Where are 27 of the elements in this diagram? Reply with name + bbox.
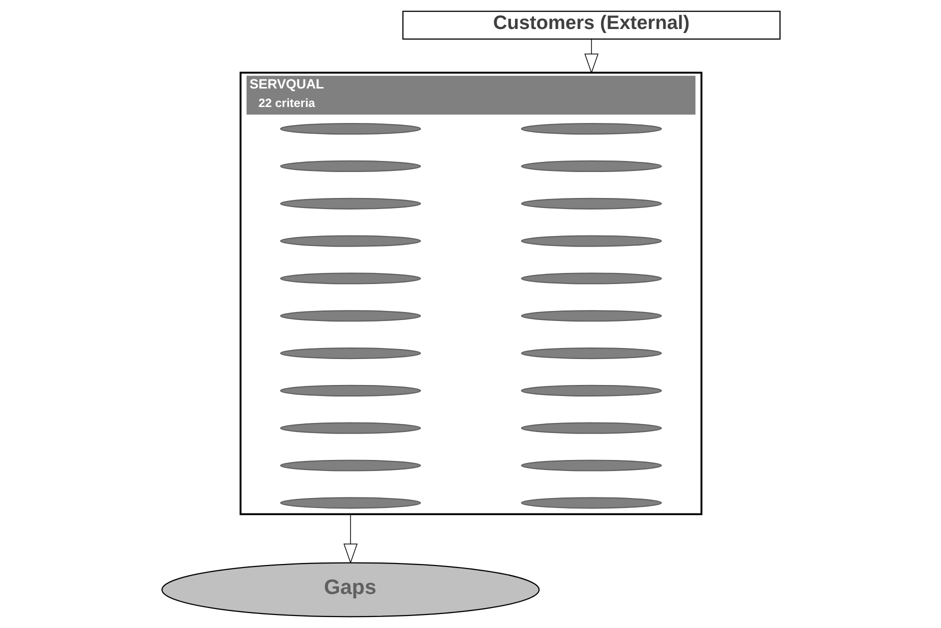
node-ellipse bbox=[280, 123, 421, 135]
node-box: Customers (External) bbox=[402, 10, 780, 40]
arrow bbox=[584, 38, 598, 74]
node-ellipse bbox=[520, 160, 662, 172]
arrow bbox=[342, 514, 358, 564]
node-ellipse bbox=[520, 497, 662, 509]
node-ellipse bbox=[280, 160, 421, 172]
node-ellipse bbox=[520, 460, 662, 472]
node-ellipse bbox=[520, 384, 662, 396]
node-ellipse bbox=[280, 347, 421, 360]
node-ellipse bbox=[520, 310, 662, 322]
node-ellipse bbox=[280, 422, 421, 434]
node-ellipse bbox=[280, 310, 421, 322]
node-ellipse bbox=[280, 460, 421, 472]
node-ellipse bbox=[520, 347, 662, 360]
cluster: SERVQUAL 22 criteria bbox=[239, 72, 702, 516]
node-ellipse bbox=[280, 384, 421, 396]
node-ellipse bbox=[520, 235, 662, 247]
node-ellipse bbox=[280, 272, 421, 284]
node-ellipse bbox=[520, 272, 662, 284]
node-ellipse bbox=[280, 198, 421, 210]
node-ellipse bbox=[520, 198, 662, 210]
node-ellipse bbox=[520, 422, 662, 434]
node-ellipse: Gaps bbox=[160, 562, 540, 618]
node-ellipse bbox=[280, 497, 421, 509]
node-ellipse bbox=[280, 235, 421, 247]
node-ellipse bbox=[520, 123, 662, 135]
